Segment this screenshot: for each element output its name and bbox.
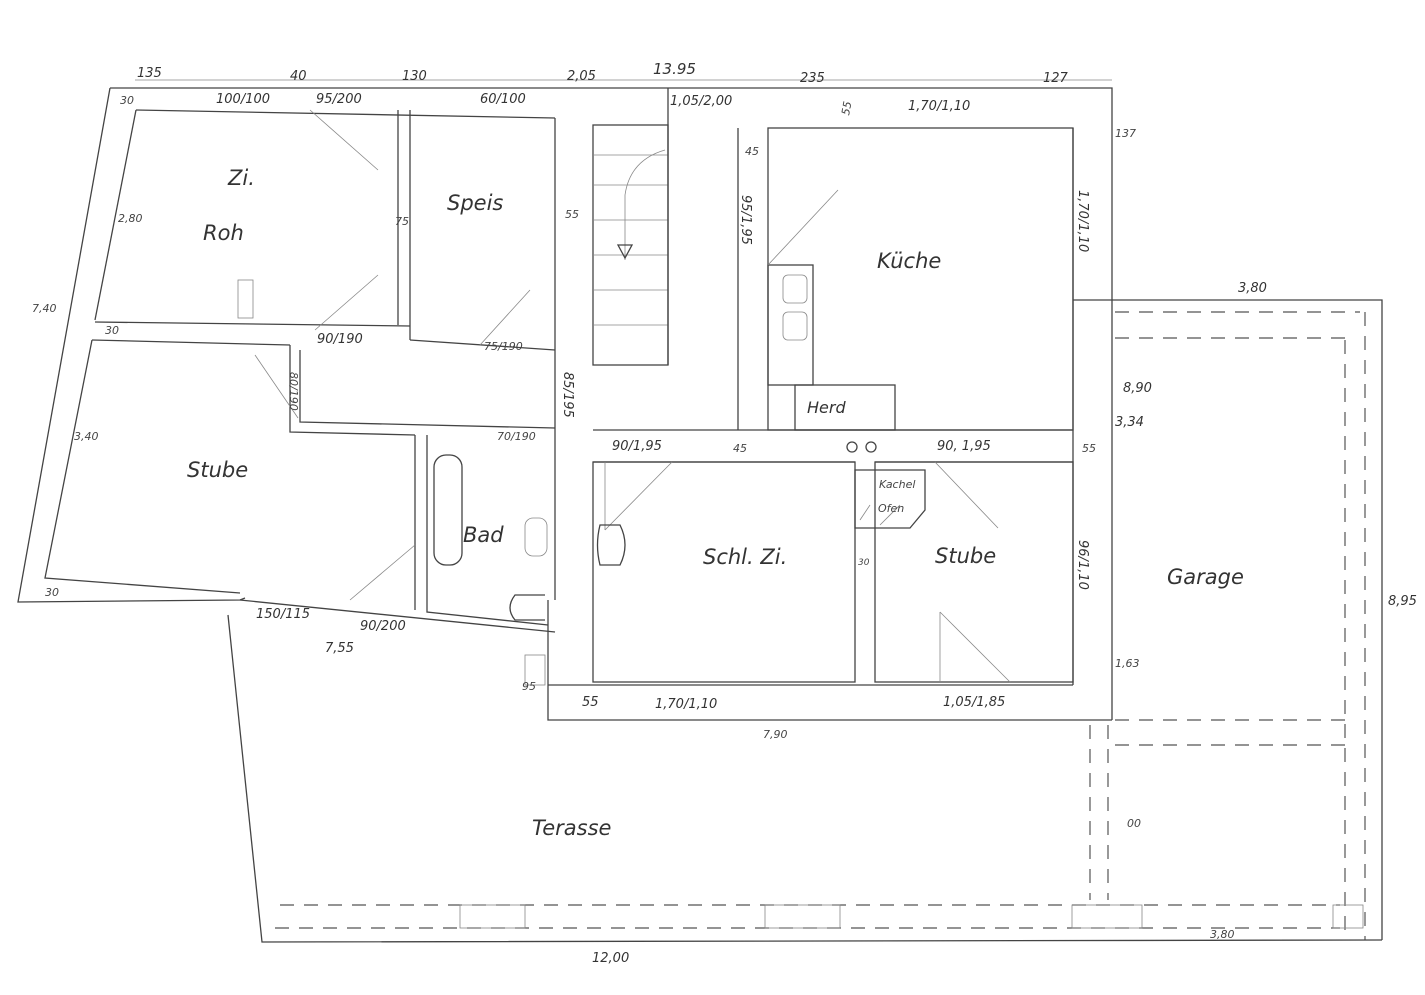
dim-label: 45	[745, 145, 759, 158]
dim-label: 2,80	[118, 212, 143, 225]
dim-label: 2,05	[567, 69, 596, 84]
dim-label: 80/190	[287, 372, 300, 411]
dim-label: 235	[800, 71, 825, 86]
dim-label: 3,80	[1210, 928, 1235, 941]
label-kachelofen-1: Kachel	[879, 478, 915, 491]
dim-label: 30	[120, 94, 134, 107]
dim-label: 30	[45, 586, 59, 599]
dim-label: 45	[733, 442, 747, 455]
dim-label: 30	[858, 558, 870, 568]
room-label-roh: Roh	[203, 221, 244, 245]
dim-label: 1,05/1,85	[943, 695, 1005, 710]
dim-label: 3,40	[74, 430, 99, 443]
dim-label: 95/200	[316, 92, 362, 107]
dim-label: 00	[1127, 817, 1141, 830]
dim-label: 1,05/2,00	[670, 94, 732, 109]
room-label-terasse: Terasse	[532, 816, 611, 840]
dim-label: 30	[105, 324, 119, 337]
room-label-speis: Speis	[447, 191, 503, 215]
label-herd: Herd	[807, 398, 846, 417]
dim-label: 137	[1115, 127, 1136, 140]
dim-label: 55	[839, 100, 854, 116]
room-label-garage: Garage	[1167, 565, 1244, 589]
dim-label: 90, 1,95	[937, 439, 991, 454]
dim-label: 75/190	[484, 340, 523, 353]
dim-label: 3,80	[1238, 281, 1267, 296]
dim-label: 8,95	[1388, 594, 1417, 609]
dim-label: 7,40	[32, 302, 57, 315]
dim-label: 3,34	[1115, 415, 1144, 430]
dim-label: 12,00	[592, 951, 629, 966]
dim-label: 150/115	[256, 607, 310, 622]
dim-label: 1,70/1,10	[655, 697, 717, 712]
dim-label: 70/190	[497, 430, 536, 443]
dim-label: 55	[1082, 442, 1096, 455]
dim-label: 85/195	[560, 372, 575, 418]
dimension-labels: 135 40 130 2,05 13.95 235 127 30 100/100…	[32, 60, 1417, 966]
dim-label: 55	[565, 208, 579, 221]
dim-label: 1,70/1,10	[908, 99, 970, 114]
dim-label: 7,90	[763, 728, 788, 741]
label-kachelofen-2: Ofen	[878, 502, 904, 515]
dim-label: 130	[402, 69, 427, 84]
room-label-schlafzimmer: Schl. Zi.	[703, 545, 787, 569]
dim-label: 1,70/1,10	[1075, 190, 1090, 252]
dim-label: 13.95	[653, 60, 696, 78]
walls	[17, 79, 1383, 943]
dim-label: 135	[137, 66, 162, 81]
room-labels: Zi. Roh Speis Küche Herd Stube Bad Schl.…	[187, 166, 1244, 840]
dim-label: 90/200	[360, 619, 406, 634]
room-label-kueche: Küche	[877, 249, 941, 273]
dim-label: 90/190	[317, 332, 363, 347]
room-label-zi: Zi.	[227, 166, 255, 190]
dim-label: 96/1,10	[1075, 540, 1090, 590]
dim-label: 90/1,95	[612, 439, 662, 454]
dim-label: 8,90	[1123, 381, 1152, 396]
dim-label: 95/1,95	[738, 195, 753, 245]
room-label-bad: Bad	[463, 523, 504, 547]
dim-label: 55	[582, 695, 599, 710]
dim-label: 75	[395, 215, 409, 228]
dim-label: 127	[1043, 71, 1069, 86]
dim-label: 1,63	[1115, 657, 1140, 670]
dim-label: 95	[522, 680, 536, 693]
dim-label: 100/100	[216, 92, 270, 107]
dim-label: 60/100	[480, 92, 526, 107]
dim-label: 40	[290, 69, 307, 84]
room-label-stube-right: Stube	[935, 544, 996, 568]
dim-label: 7,55	[325, 641, 354, 656]
room-label-stube-left: Stube	[187, 458, 248, 482]
